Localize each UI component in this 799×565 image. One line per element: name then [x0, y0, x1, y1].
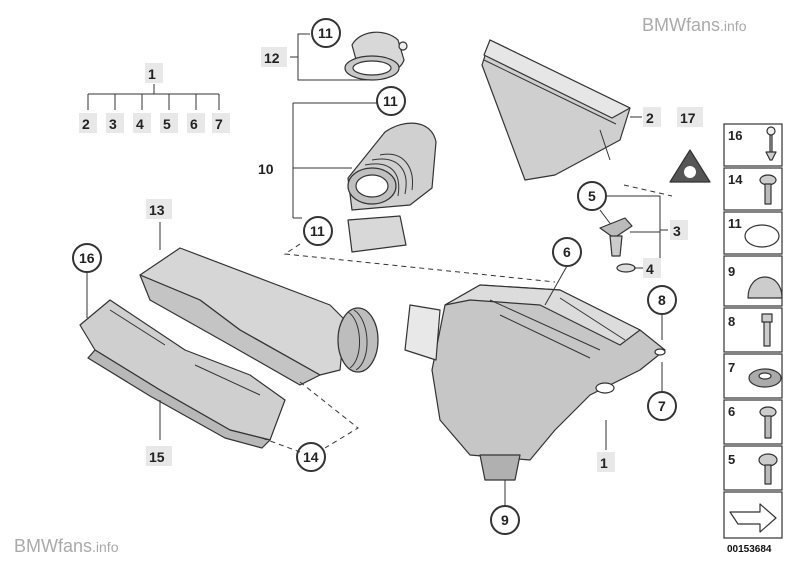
watermark-top: BMWfans.info: [642, 15, 747, 35]
bolt-icon: [761, 313, 773, 347]
air-filter-housing-part: [404, 284, 666, 481]
svg-text:7: 7: [728, 360, 735, 375]
corrugated-hose-part: [347, 122, 437, 253]
label-4-side: 4: [646, 261, 654, 277]
svg-text:14: 14: [728, 172, 743, 187]
label-11-a: 11: [318, 25, 333, 41]
label-5-top: 5: [163, 116, 171, 132]
watermark-bottom: BMWfans.info: [14, 536, 119, 556]
sidebar-cell-5: [723, 445, 783, 491]
svg-text:9: 9: [728, 264, 735, 279]
label-14: 14: [303, 449, 319, 465]
svg-text:16: 16: [728, 128, 742, 143]
label-7-top: 7: [215, 116, 223, 132]
label-1-top: 1: [148, 66, 156, 82]
kit-tree: 1 2 3 4 5 6 7: [79, 63, 230, 133]
label-11-c: 11: [310, 223, 325, 239]
label-6-top: 6: [190, 116, 198, 132]
parts-sidebar: 16 14 11 9 8 7 6 5 00153684: [723, 123, 783, 555]
svg-text:5: 5: [728, 452, 735, 467]
label-7-mid: 7: [658, 398, 666, 414]
screw-icon: [758, 453, 778, 467]
label-3-side: 3: [673, 223, 681, 239]
label-1-bottom: 1: [600, 455, 608, 471]
label-4-top: 4: [136, 116, 144, 132]
label-6-mid: 6: [563, 244, 571, 260]
label-8-mid: 8: [658, 292, 666, 308]
label-2-side: 2: [646, 110, 654, 126]
air-filter-element-part: [481, 39, 631, 181]
label-3-top: 3: [109, 116, 117, 132]
label-11-b: 11: [383, 93, 398, 109]
label-17: 17: [680, 110, 696, 126]
label-13: 13: [149, 202, 165, 218]
svg-text:6: 6: [728, 404, 735, 419]
lower-air-duct-part: [79, 299, 286, 449]
sidebar-cell-11: [723, 211, 783, 255]
label-16: 16: [79, 250, 95, 266]
diagram-code: 00153684: [727, 544, 772, 555]
sidebar-cell-14: [723, 167, 783, 211]
intake-boot-part: [344, 31, 408, 81]
arrow-icon: [729, 503, 777, 533]
label-9-bottom: 9: [501, 512, 509, 528]
svg-text:11: 11: [728, 216, 742, 231]
label-5-side: 5: [588, 188, 596, 204]
label-15: 15: [149, 449, 165, 465]
label-12: 12: [264, 50, 280, 66]
rubber-cap-icon: [747, 276, 783, 299]
label-10: 10: [258, 161, 274, 177]
intake-duct-part: [139, 247, 379, 386]
label-2-top: 2: [82, 116, 90, 132]
svg-text:8: 8: [728, 314, 735, 329]
hose-clamp-icon: [744, 224, 780, 248]
